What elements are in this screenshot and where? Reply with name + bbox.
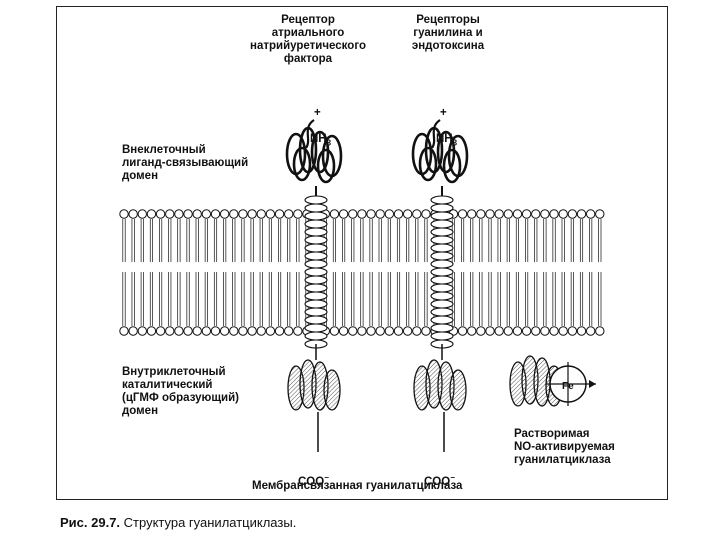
c-term-sup-1: − <box>324 473 329 482</box>
n-term-sub-1: 3 <box>326 138 332 148</box>
intracellular-domain-label: Внутриклеточный каталитический (цГМФ обр… <box>122 366 240 417</box>
heme-arrowhead <box>589 380 596 388</box>
caption-text: Структура гуанилатциклазы. <box>120 515 297 530</box>
catalytic-domain-2 <box>413 359 467 411</box>
n-term-base-1: NH <box>310 133 327 145</box>
c-term-sup-2: − <box>450 473 455 482</box>
n-term-base-2: NH <box>436 133 453 145</box>
transmembrane-helix-2 <box>430 195 454 349</box>
lipid-bilayer <box>119 209 605 336</box>
extracellular-domain-2 <box>411 119 469 200</box>
n-term-charge-2: + <box>440 107 447 119</box>
figure-caption: Рис. 29.7. Структура гуанилатциклазы. <box>60 515 296 530</box>
catalytic-domain-1 <box>287 359 341 411</box>
heme-fe-label: Fe <box>562 381 574 392</box>
n-terminus-label-2: + NH3 <box>436 94 457 149</box>
n-term-sub-2: 3 <box>452 138 458 148</box>
n-term-charge-1: + <box>314 107 321 119</box>
n-terminus-label-1: + NH3 <box>310 94 331 149</box>
extracellular-domain-label: Внеклеточный лиганд-связывающий домен <box>122 144 249 182</box>
figure-frame <box>56 6 668 500</box>
transmembrane-helix-1 <box>304 195 328 349</box>
caption-number: Рис. 29.7. <box>60 515 121 530</box>
membrane-gc-label: Мембрансвязанная гуанилатциклаза <box>252 480 463 492</box>
c-term-base-2: COO <box>424 475 451 488</box>
c-terminus-label-2: COO− <box>424 458 455 489</box>
c-terminus-label-1: COO− <box>298 458 329 489</box>
soluble-gc-label: Растворимая NO-активируемая гуанилатцикл… <box>514 428 615 466</box>
guanylin-receptor-label: Рецепторы гуанилина и эндотоксина <box>411 14 485 52</box>
c-term-base-1: COO <box>298 475 325 488</box>
anp-receptor-label: Рецептор атриального натрийуретического … <box>250 14 366 65</box>
